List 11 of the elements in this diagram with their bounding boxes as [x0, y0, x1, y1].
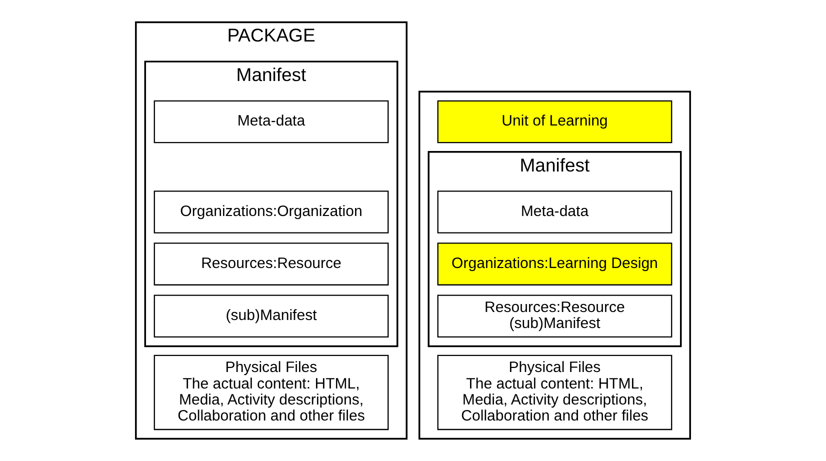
node-box: Organizations:Organization	[154, 190, 389, 234]
node-box: Meta-data	[437, 190, 672, 234]
node-box: Unit of Learning	[437, 100, 672, 144]
node-box: Organizations:Learning Design	[437, 242, 672, 286]
node-box: (sub)Manifest	[154, 294, 389, 338]
node-box: Resources:Resource	[154, 242, 389, 286]
cluster	[418, 90, 691, 440]
node-box: Physical Files The actual content: HTML, Media, Activity descriptions, Collaboration and other files	[154, 354, 389, 430]
node-box: Resources:Resource (sub)Manifest	[437, 294, 672, 338]
node-box: Meta-data	[154, 100, 389, 144]
node-box: Physical Files The actual content: HTML, Media, Activity descriptions, Collaboration and other files	[437, 354, 672, 430]
